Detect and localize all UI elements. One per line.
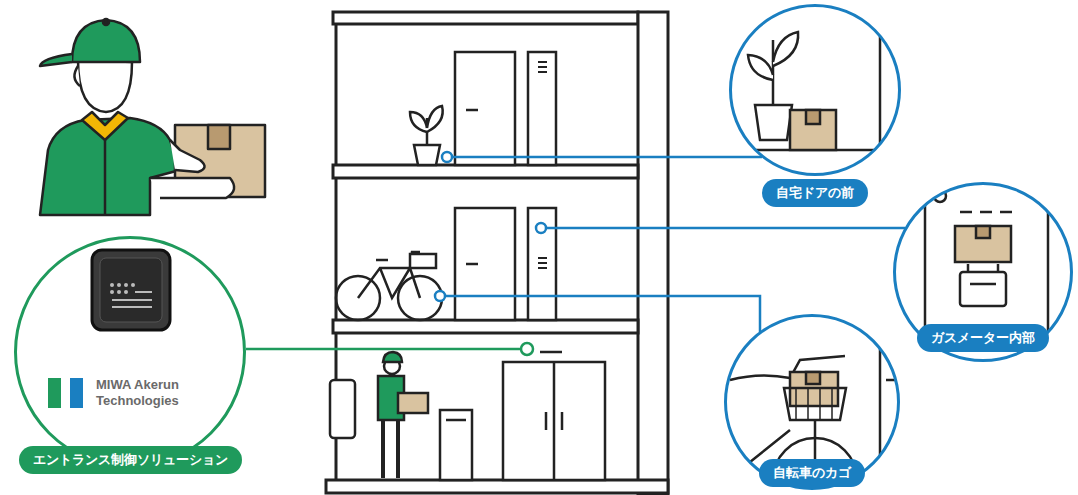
callout-circle: ガスメーター内部	[893, 182, 1073, 362]
floor-two-part	[538, 258, 547, 268]
gas-meter-scene-part	[968, 264, 998, 284]
bicycle-basket-scene-part	[880, 310, 898, 495]
floor-three-part	[455, 52, 515, 165]
floor-three	[410, 52, 556, 165]
building-part	[638, 12, 668, 495]
delivery-person-part	[170, 140, 205, 172]
delivery-person-part	[40, 54, 72, 66]
gas-meter-scene-part	[955, 226, 1011, 262]
marker-dot-part	[435, 291, 445, 301]
solution-circle: MIWA Akerun Technologiesエントランス制御ソリューション	[14, 236, 246, 468]
marker-dot	[435, 152, 546, 355]
building-part	[333, 12, 638, 24]
leader-line-part	[453, 156, 762, 159]
floor-one-part	[540, 352, 562, 480]
door-front-scene-part	[755, 105, 792, 140]
delivery-person-part	[72, 20, 140, 62]
floor-two-part	[455, 208, 515, 320]
gas-meter-scene-part	[895, 184, 1071, 360]
leader-line-part	[246, 348, 520, 351]
floor-three-part	[528, 52, 556, 165]
entrance-device-part	[92, 250, 170, 330]
floor-two-part	[528, 208, 556, 320]
door-front-scene	[730, 0, 900, 174]
floor-three-part	[427, 106, 443, 132]
floor-three-part	[466, 109, 478, 112]
floor-three-part	[538, 62, 547, 72]
floor-three-part	[414, 145, 440, 165]
bicycle-basket-scene-part	[806, 372, 820, 384]
building-part	[333, 320, 638, 333]
delivery-person-part	[74, 66, 80, 86]
entrance-device-part-part	[124, 283, 128, 287]
delivery-person-part	[103, 19, 109, 25]
building-part	[326, 480, 668, 493]
gas-meter-scene-part	[960, 272, 1006, 306]
label-pill: 自転車のカゴ	[759, 459, 865, 487]
entrance-device-part	[112, 292, 152, 307]
bicycle-basket-scene	[726, 310, 898, 495]
entrance-device-part	[100, 258, 162, 322]
label-pill: エントランス制御ソリューション	[19, 446, 242, 474]
bicycle-basket-scene-part	[796, 388, 832, 420]
floor-two-part	[410, 254, 436, 268]
leader-line-part	[446, 296, 760, 332]
gas-meter-scene-part	[976, 226, 990, 238]
delivery-person-part	[82, 112, 128, 140]
callout-circle: 自宅ドアの前	[729, 4, 901, 176]
floor-two	[336, 208, 556, 320]
entrance-device-part-part	[110, 290, 114, 294]
label-pill: ガスメーター内部	[917, 324, 1049, 352]
building-part	[333, 165, 638, 178]
delivery-person	[40, 19, 265, 215]
floor-one	[330, 352, 605, 480]
door-front-scene-part	[730, 0, 900, 150]
floor-one-part	[446, 419, 466, 422]
door-front-scene-part	[806, 110, 820, 124]
building	[326, 12, 668, 495]
delivery-person-part	[78, 60, 132, 112]
delivery-person-part	[104, 140, 107, 215]
delivery-person-part	[150, 178, 234, 198]
entrance-device-part	[48, 378, 61, 408]
marker-dot-part	[442, 152, 452, 162]
gas-meter-scene	[895, 170, 1071, 380]
marker-dot-part	[536, 223, 546, 233]
callout-circle: 自転車のカゴ	[724, 314, 900, 490]
marker-dot-part	[521, 343, 533, 355]
floor-one-part	[330, 380, 355, 438]
label-pill: 自宅ドアの前	[762, 179, 868, 207]
door-front-scene-part	[748, 55, 773, 80]
entrance-device-part-part	[110, 283, 114, 287]
entrance-device-part	[110, 283, 135, 294]
floor-one-part	[398, 393, 428, 413]
leader-line-part	[547, 227, 905, 230]
floor-one-part	[383, 420, 398, 478]
entrance-device-part-part	[117, 290, 121, 294]
gas-meter-scene-part	[934, 190, 946, 202]
gas-meter-scene-part	[960, 188, 1042, 212]
bicycle-basket-scene-part	[784, 388, 846, 420]
entrance-device-part	[16, 238, 244, 466]
door-front-scene-part	[790, 110, 836, 150]
entrance-device-part-part	[131, 283, 135, 287]
entrance-device	[16, 238, 244, 466]
bicycle-basket-scene-part	[726, 316, 898, 488]
entrance-device-part-part	[124, 290, 128, 294]
floor-three-part	[410, 112, 427, 132]
floor-one-part	[383, 352, 402, 362]
floor-one-part	[440, 410, 472, 480]
entrance-device-part-part	[117, 283, 121, 287]
entrance-device-part	[70, 378, 83, 408]
delivery-person-part	[208, 125, 230, 149]
door-front-scene-part	[773, 32, 798, 66]
logo-wordmark: MIWA Akerun Technologies	[96, 377, 200, 409]
floor-two-part	[466, 263, 478, 266]
